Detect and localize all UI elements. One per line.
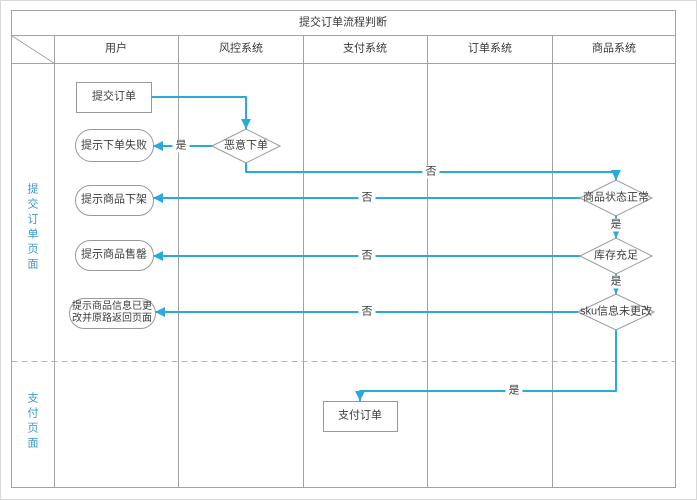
table-outer-border bbox=[11, 10, 676, 488]
edge-label-sku-yes: 是 bbox=[505, 384, 523, 398]
node-status-check-shape bbox=[578, 179, 654, 217]
edge-label-malicious-yes: 是 bbox=[172, 139, 190, 153]
node-offshelf-notice-shape bbox=[75, 185, 154, 216]
node-soldout-notice-shape bbox=[75, 240, 154, 271]
node-changed-notice-shape bbox=[69, 298, 156, 329]
node-soldout-notice-label: 提示商品售罄 bbox=[81, 248, 147, 261]
node-submit-order-label: 提交订单 bbox=[92, 90, 136, 103]
lane-header-order-system: 订单系统 bbox=[468, 42, 512, 55]
node-pay-order-label: 支付订单 bbox=[338, 409, 382, 422]
row-label-submit-order-page: 提交订单页面 bbox=[26, 183, 38, 273]
node-stock-check-label: 库存充足 bbox=[594, 249, 638, 262]
node-fail-notice-label: 提示下单失败 bbox=[81, 139, 147, 152]
diagram-title: 提交订单流程判断 bbox=[299, 16, 387, 29]
nodes bbox=[69, 82, 656, 432]
node-changed-notice-label: 提示商品信息已更改并原路返回页面 bbox=[72, 301, 152, 324]
node-fail-notice-shape bbox=[75, 129, 154, 162]
node-offshelf-notice-label: 提示商品下架 bbox=[81, 193, 147, 206]
node-status-check-label: 商品状态正常 bbox=[583, 191, 649, 204]
node-submit-order-shape bbox=[76, 82, 152, 113]
lane-header-payment-system: 支付系统 bbox=[343, 42, 387, 55]
node-sku-check-shape bbox=[576, 293, 656, 331]
edge-label-stock-yes: 是 bbox=[607, 275, 625, 289]
corner-diagonal-line bbox=[11, 35, 55, 64]
node-pay-order-shape bbox=[323, 401, 398, 432]
node-malicious-check-label: 恶意下单 bbox=[224, 139, 268, 152]
edge-label-malicious-no: 否 bbox=[422, 165, 440, 179]
swimlane-grid bbox=[11, 10, 676, 488]
row-label-payment-page: 支付页面 bbox=[26, 392, 38, 452]
lane-header-user: 用户 bbox=[105, 42, 127, 55]
edge-submit-to-malicious bbox=[152, 96, 251, 129]
edge-label-stock-no: 否 bbox=[358, 249, 376, 263]
edge-sku-yes-pay bbox=[355, 330, 617, 401]
edge-label-sku-no: 否 bbox=[358, 305, 376, 319]
lane-header-risk-system: 风控系统 bbox=[219, 42, 263, 55]
edge-label-status-yes: 是 bbox=[607, 218, 625, 232]
edge-label-status-no: 否 bbox=[358, 191, 376, 205]
node-stock-check-shape bbox=[578, 237, 654, 275]
node-sku-check-label: sku信息未更改 bbox=[579, 305, 653, 318]
lane-header-product-system: 商品系统 bbox=[592, 42, 636, 55]
node-malicious-check-shape bbox=[210, 128, 282, 164]
